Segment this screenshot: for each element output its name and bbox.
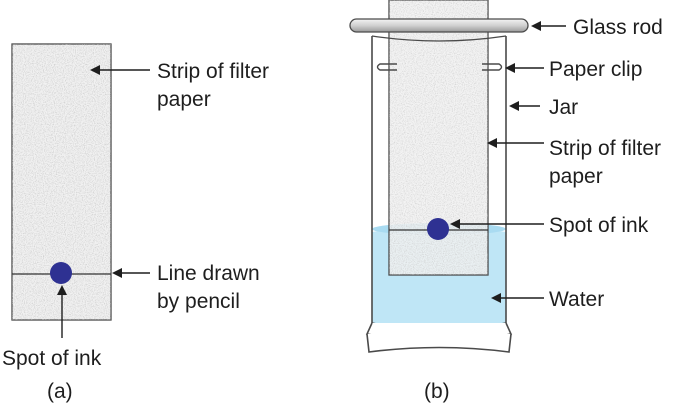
water-pointer xyxy=(491,293,544,303)
paper-clip-right xyxy=(482,63,503,71)
strip-label-b-line1: Strip of filter xyxy=(549,137,661,160)
line-pointer-a xyxy=(112,268,150,278)
strip-pointer-b xyxy=(487,138,544,148)
strip-label-b-line2: paper xyxy=(549,165,603,188)
spot-pointer-a xyxy=(57,285,67,338)
spot-label-a: Spot of ink xyxy=(2,347,102,370)
caption-a: (a) xyxy=(47,380,73,403)
figure-b: Glass rod Paper clip Jar Strip of filter… xyxy=(349,0,663,403)
spot-label-b: Spot of ink xyxy=(549,214,649,237)
strip-pointer-a xyxy=(90,65,150,75)
jar-pointer xyxy=(509,101,540,111)
ink-spot-b xyxy=(427,218,449,240)
strip-label-a-line1: Strip of filter xyxy=(157,60,269,83)
caption-b: (b) xyxy=(424,380,450,403)
clip-pointer xyxy=(505,63,544,73)
rod-pointer xyxy=(531,21,566,31)
rod-label: Glass rod xyxy=(573,16,663,39)
strip-label-a-line2: paper xyxy=(157,88,211,111)
line-label-line1: Line drawn xyxy=(157,262,260,285)
line-label-line2: by pencil xyxy=(157,290,240,313)
jar-label: Jar xyxy=(549,96,578,119)
filter-paper-strip-b xyxy=(388,0,489,276)
clip-label: Paper clip xyxy=(549,58,642,81)
spot-pointer-b xyxy=(450,219,544,229)
paper-clip-left xyxy=(376,63,397,71)
jar xyxy=(365,35,513,353)
figure-a: Strip of filter paper Line drawn by penc… xyxy=(2,43,269,403)
water-label: Water xyxy=(549,288,604,311)
glass-rod xyxy=(349,18,529,33)
ink-spot-a xyxy=(50,262,72,284)
